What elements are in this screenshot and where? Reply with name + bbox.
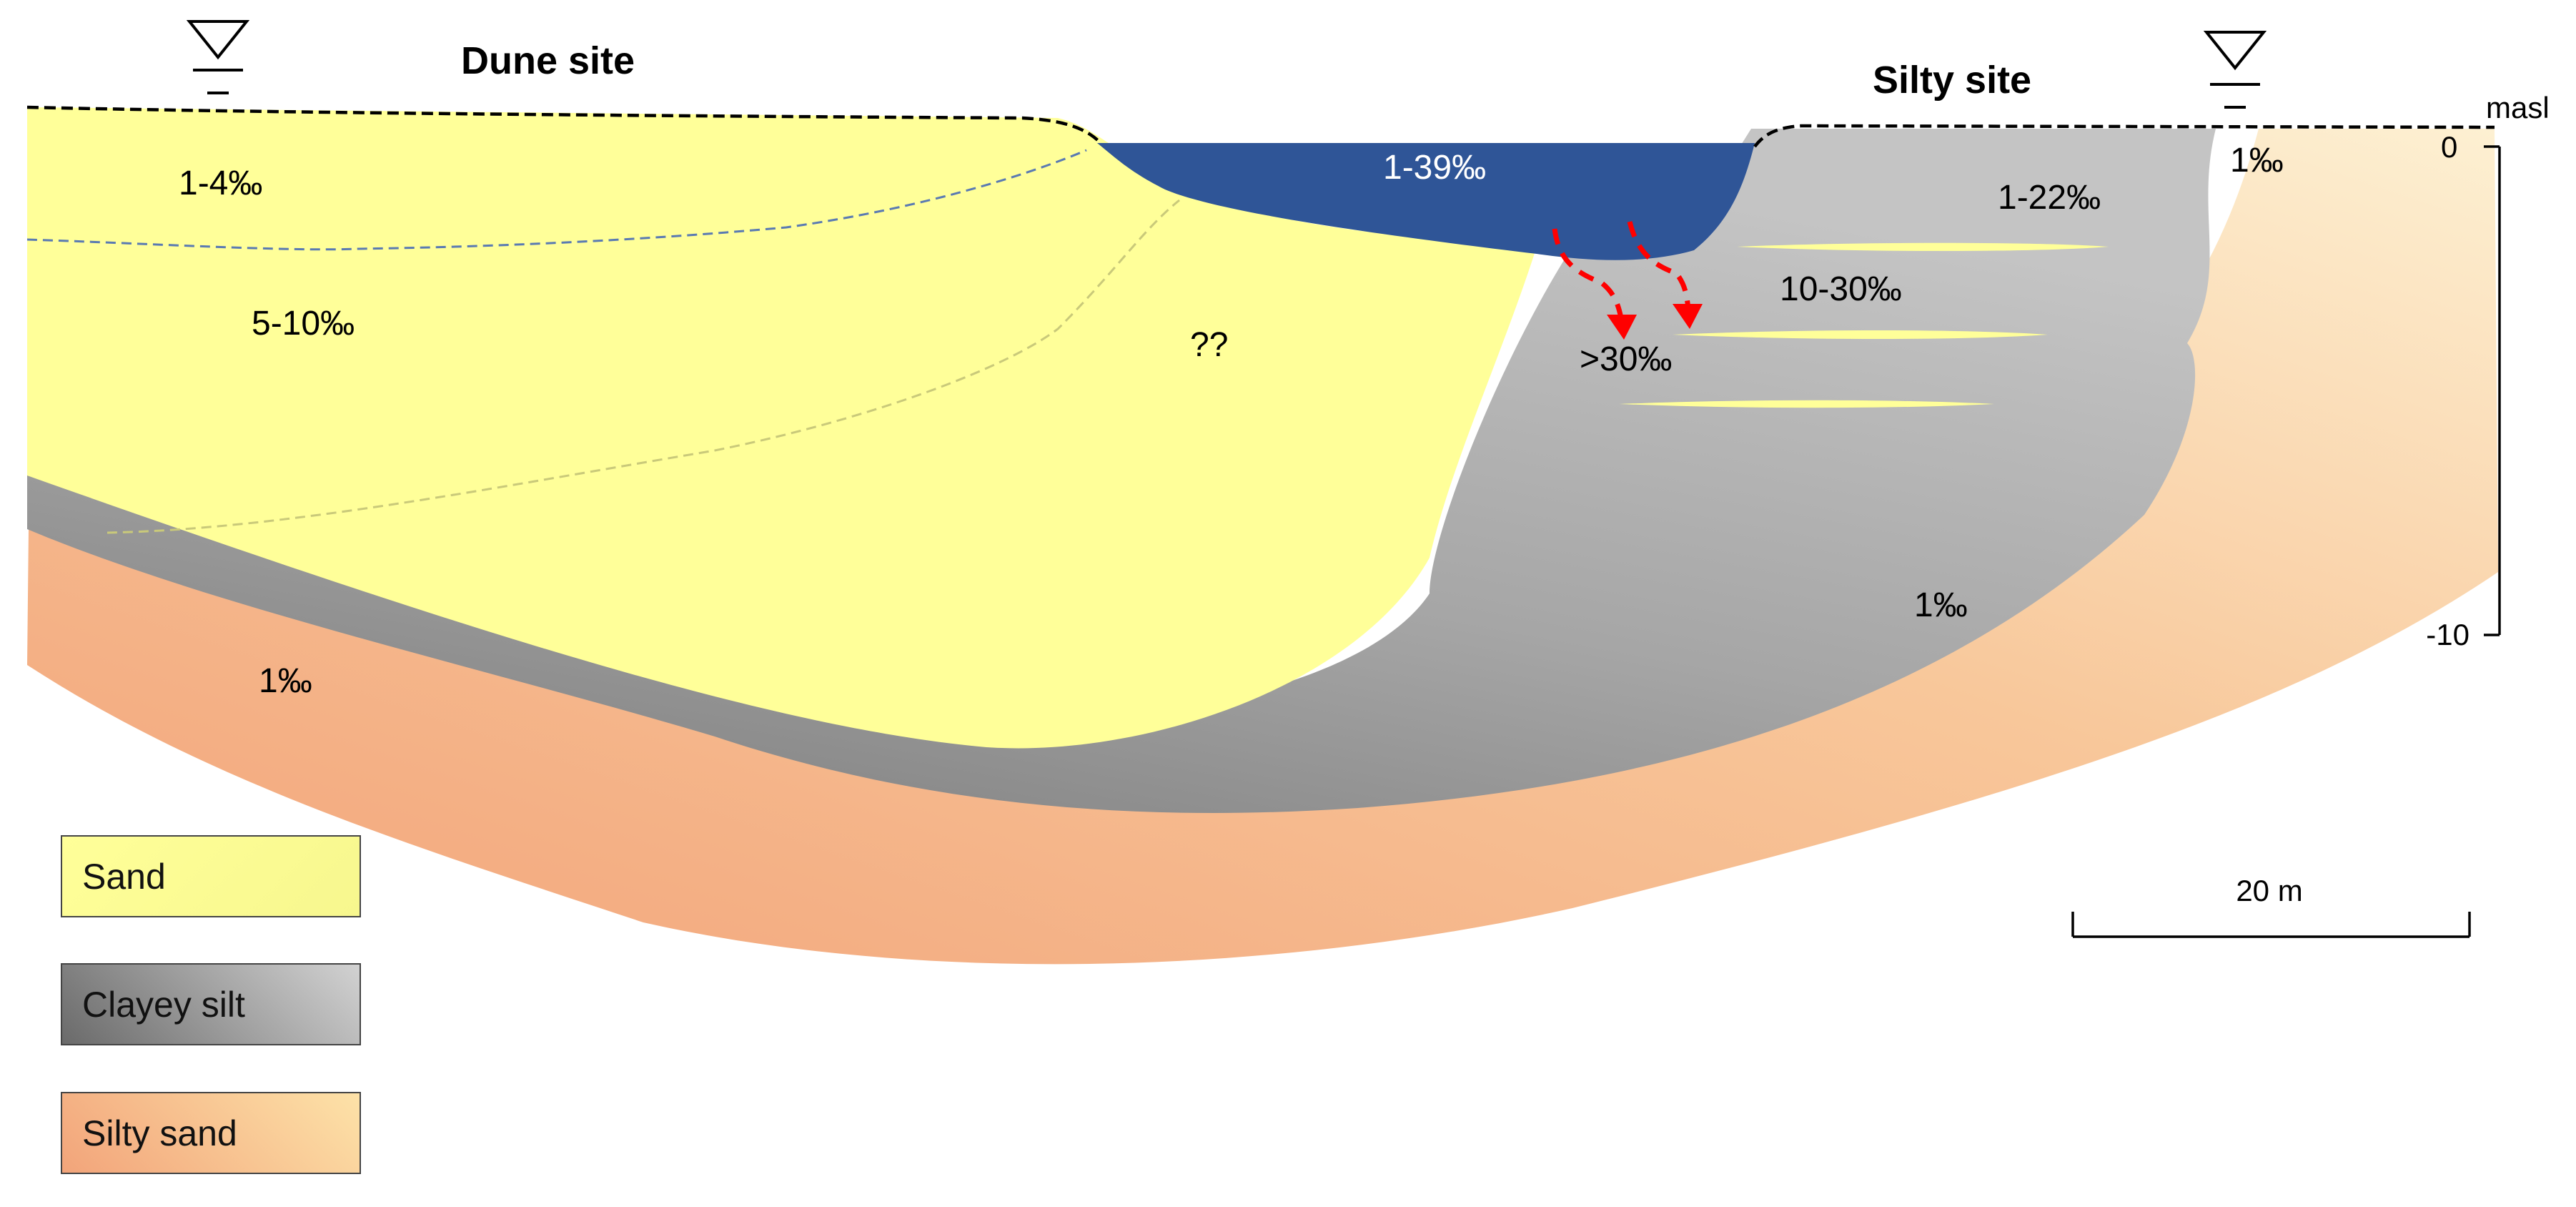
scale-bar-label: 20 m: [2236, 874, 2302, 907]
lake: [1097, 143, 1755, 260]
salinity-label-bottom-left: 1‰: [259, 662, 312, 700]
sand-lens: [1737, 242, 2109, 251]
salinity-label-right-top: 1‰: [2230, 142, 2284, 179]
legend-item-clayey-silt: Clayey silt: [61, 963, 361, 1045]
water-table-icon: [2203, 31, 2267, 109]
silty-sand-layer: [27, 129, 2498, 965]
scale-tick-top: 0: [2441, 130, 2457, 164]
sand-lens: [1619, 400, 1994, 408]
vertical-scale: [2484, 145, 2501, 636]
salinity-label-right-mid: 1‰: [1914, 586, 1968, 624]
legend-item-sand: Sand: [61, 835, 361, 917]
legend-label: Silty sand: [82, 1113, 237, 1153]
scale-bar: [2071, 912, 2471, 938]
flow-arrow: [1552, 228, 1624, 319]
dune-site-title: Dune site: [461, 39, 635, 82]
salinity-label-dune-mid: 5-10‰: [252, 305, 355, 343]
legend-label: Sand: [82, 856, 166, 897]
sand-layer: [27, 107, 1537, 749]
water-table-icon: [186, 20, 250, 94]
salinity-label-dune-top: 1-4‰: [179, 164, 262, 202]
legend-item-silty-sand: Silty sand: [61, 1092, 361, 1174]
scale-unit-label: masl: [2486, 91, 2550, 124]
salinity-boundary-line: [106, 199, 1180, 534]
flow-arrowhead: [1607, 315, 1637, 340]
salinity-label-lake: 1-39‰: [1383, 149, 1486, 187]
sand-lens: [1673, 330, 2048, 339]
silty-site-title: Silty site: [1873, 59, 2031, 102]
water-table-line: [1753, 124, 2495, 148]
salinity-label-silty-mid: 10-30‰: [1780, 270, 1902, 308]
salinity-boundary-line: [26, 149, 1087, 251]
salinity-label-unknown: ??: [1190, 326, 1228, 364]
salinity-label-deep: >30‰: [1580, 340, 1672, 378]
legend-label: Clayey silt: [82, 984, 245, 1025]
clayey-silt-layer: [27, 129, 2216, 813]
water-table-line: [26, 105, 1102, 144]
scale-tick-bottom: -10: [2426, 618, 2470, 651]
flow-arrowhead: [1673, 304, 1703, 329]
salinity-label-silty-top: 1-22‰: [1998, 179, 2101, 217]
